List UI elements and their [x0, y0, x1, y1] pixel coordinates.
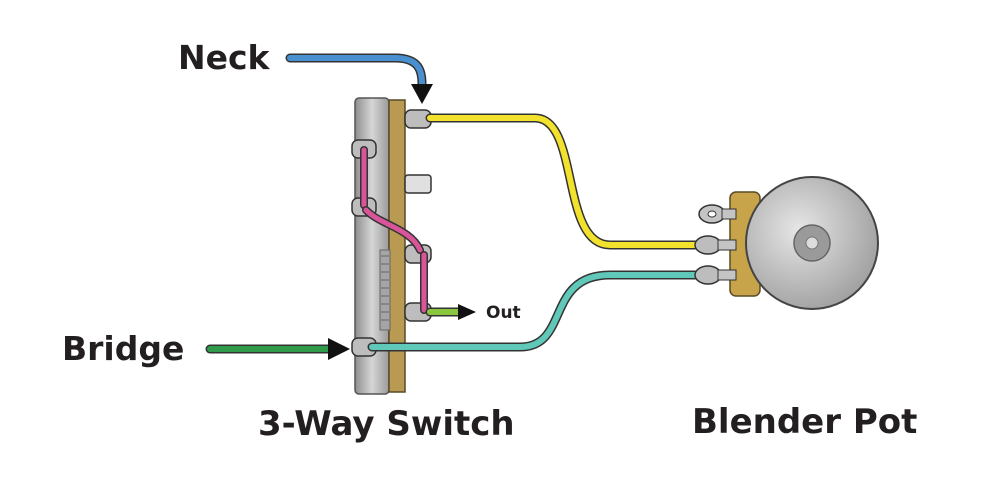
out-label: Out — [486, 303, 521, 323]
neck-wire — [285, 53, 433, 104]
out-arrow-icon — [458, 304, 476, 320]
teal-wire — [367, 270, 705, 352]
switch-label: 3-Way Switch — [258, 404, 515, 444]
pink-jumpers — [360, 146, 428, 314]
switch-spring — [379, 249, 391, 331]
out-wire — [425, 304, 476, 320]
neck-label: Neck — [178, 38, 270, 77]
bridge-label: Bridge — [62, 329, 185, 368]
pot-lug-3 — [694, 265, 722, 285]
pot-label: Blender Pot — [692, 402, 918, 442]
switch-strip — [388, 99, 406, 393]
pot-lug-2 — [694, 235, 722, 255]
lug-r2 — [404, 174, 432, 194]
bridge-arrow-icon — [328, 338, 350, 360]
blender-pot — [694, 176, 879, 310]
neck-arrow-icon — [411, 84, 433, 104]
bridge-wire — [205, 338, 350, 360]
yellow-wire — [425, 113, 705, 250]
